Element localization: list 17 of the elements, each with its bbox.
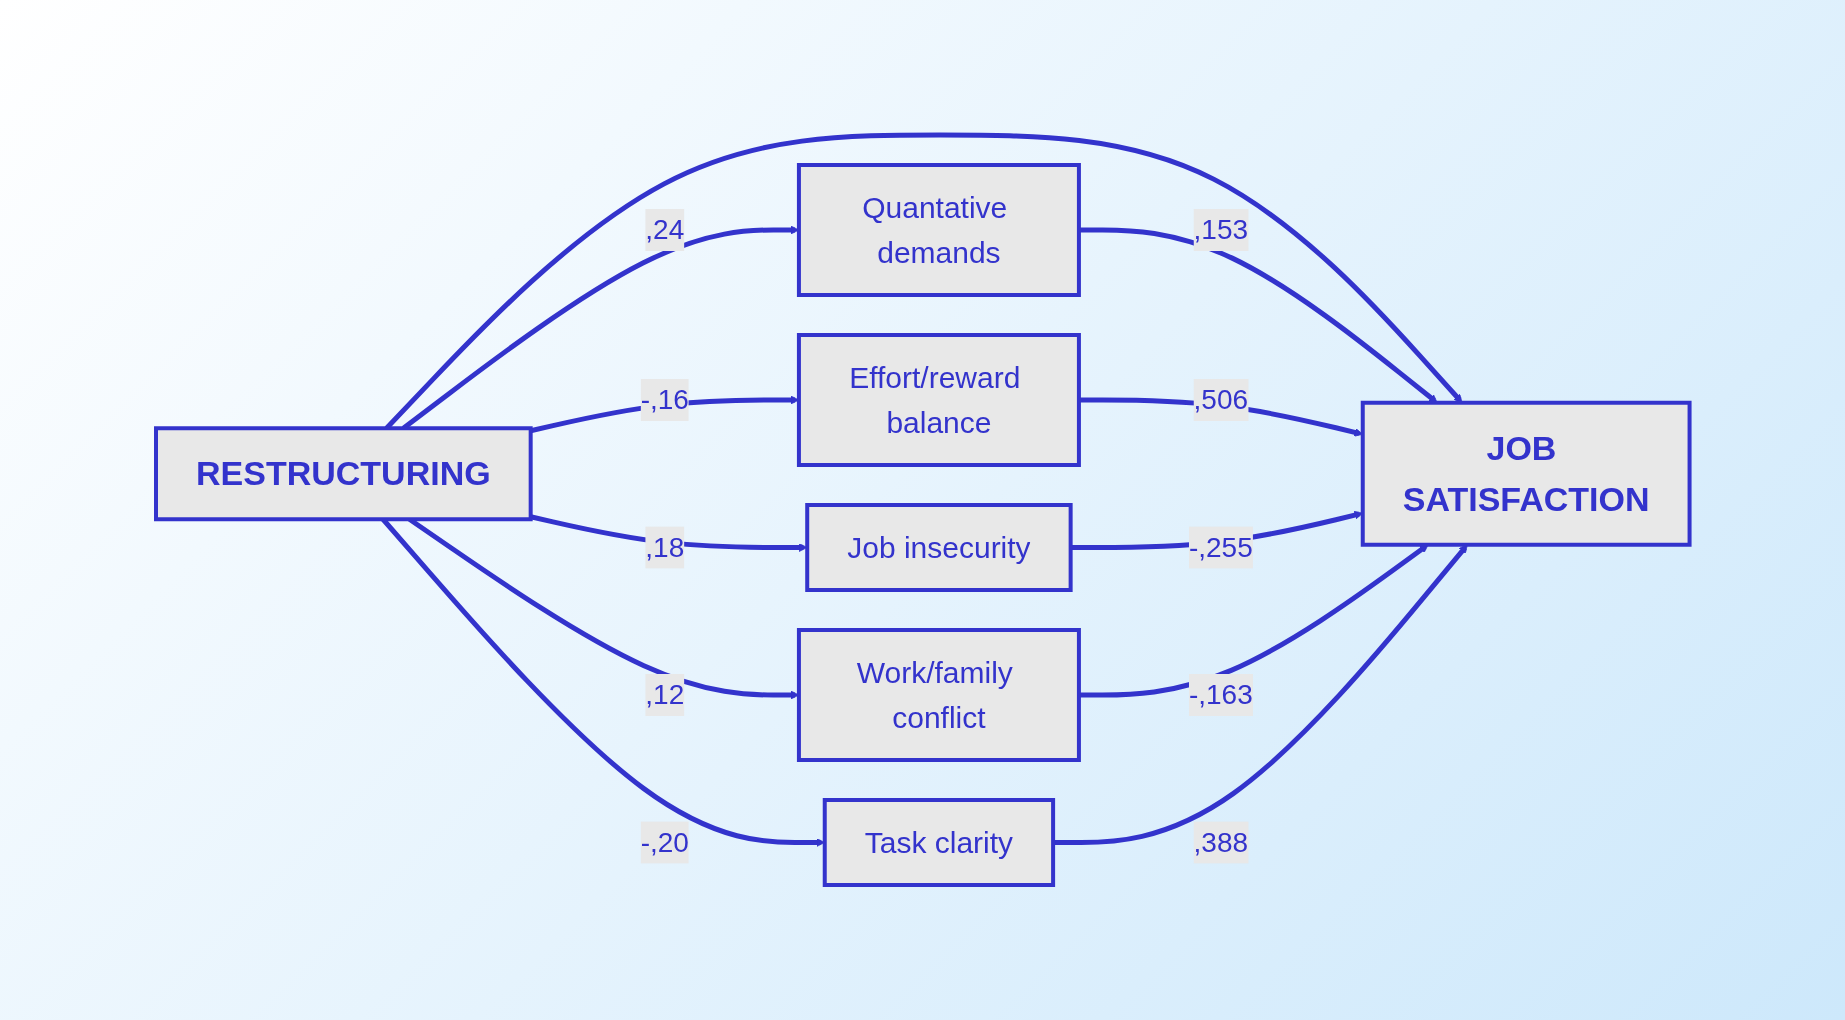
edge-label: -,20 (640, 826, 689, 858)
edge-label: -,163 (1188, 679, 1253, 710)
edge-label: ,24 (645, 214, 684, 245)
edge-label: ,506 (1193, 384, 1248, 415)
node-box: Quantative demands (796, 163, 1081, 297)
edge-label: ,153 (1193, 214, 1248, 245)
node-box: Job insecurity (804, 503, 1073, 592)
edge-label: -,16 (640, 384, 689, 415)
edge-label: ,388 (1193, 826, 1248, 858)
node-box: Work/family conflict (796, 628, 1081, 762)
node-box: RESTRUCTURING (153, 426, 533, 522)
node-box: Task clarity (822, 798, 1055, 887)
node-box: Effort/reward balance (796, 333, 1081, 467)
edge-label: ,12 (645, 679, 684, 710)
edge-label: ,18 (645, 531, 684, 563)
edge-label: -,255 (1188, 531, 1253, 563)
node-box: JOB SATISFACTION (1360, 400, 1692, 547)
